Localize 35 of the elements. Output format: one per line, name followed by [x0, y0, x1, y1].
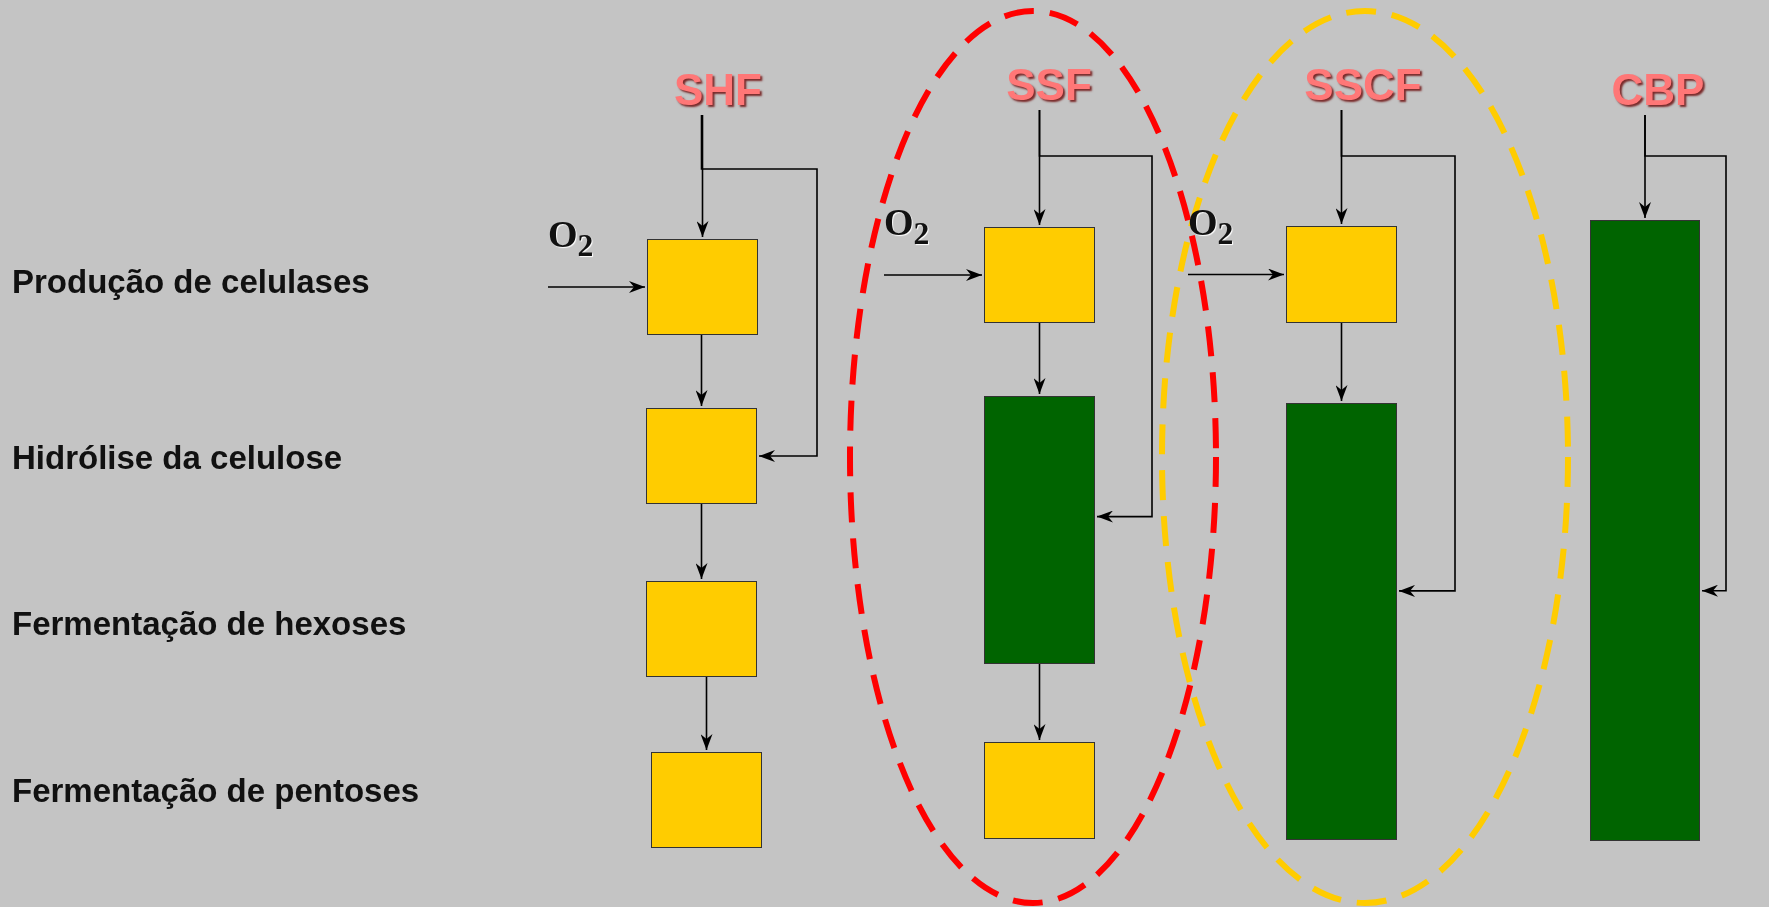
arrow — [700, 676, 713, 751]
arrow — [1033, 663, 1046, 741]
process-box — [1286, 226, 1397, 323]
arrow — [1038, 109, 1153, 523]
arrow — [695, 334, 708, 407]
process-box — [984, 227, 1095, 323]
process-box — [646, 408, 757, 504]
column-heading: SSF — [989, 60, 1109, 110]
oxygen-input-label: O$_{2}$ — [548, 212, 620, 288]
oxygen-input-label: O$_{2}$ — [884, 200, 956, 288]
process-box — [651, 752, 762, 848]
arrow — [695, 503, 708, 580]
column-heading: CBP — [1593, 65, 1723, 115]
process-bar — [984, 396, 1095, 664]
process-box — [647, 239, 758, 335]
arrow — [696, 114, 709, 238]
row-label: Fermentação de hexoses — [12, 605, 407, 643]
row-label: Hidrólise da celulose — [12, 439, 343, 477]
arrow — [1335, 322, 1348, 402]
arrow — [883, 269, 983, 281]
arrow — [1644, 114, 1727, 597]
process-box — [646, 581, 757, 677]
arrow — [700, 114, 818, 462]
process-box — [984, 742, 1095, 839]
arrow — [1340, 109, 1456, 597]
row-label: Fermentação de pentoses — [12, 772, 420, 810]
arrow — [1187, 268, 1285, 281]
arrow — [1033, 322, 1046, 395]
row-label: Produção de celulases — [12, 263, 370, 301]
process-bar — [1590, 220, 1700, 841]
arrow — [547, 281, 646, 293]
process-bar — [1286, 403, 1397, 840]
oxygen-input-label: O$_{2}$ — [1188, 200, 1260, 284]
column-heading: SHF — [658, 65, 778, 115]
column-heading: SSCF — [1288, 60, 1438, 110]
